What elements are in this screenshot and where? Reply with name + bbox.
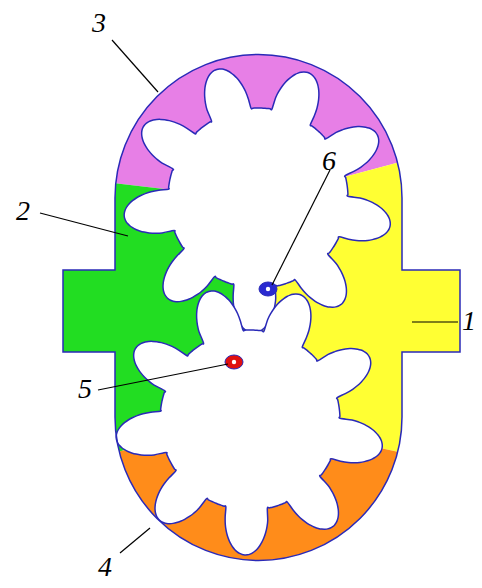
upper-gear <box>124 69 390 333</box>
leader-line <box>120 528 150 553</box>
leader-line <box>272 170 330 285</box>
point <box>266 287 270 291</box>
callout-number: 3 <box>92 8 106 38</box>
trapped-volume <box>259 282 277 296</box>
callout-number: 6 <box>322 146 336 176</box>
callout-number: 5 <box>78 374 92 404</box>
callout-number: 4 <box>98 552 112 582</box>
leader-line <box>112 40 158 92</box>
leader-line <box>40 213 128 236</box>
point <box>232 360 236 364</box>
callout-number: 1 <box>462 306 476 336</box>
callout-number: 2 <box>16 196 30 226</box>
leader-line <box>98 364 228 390</box>
trapped-volume <box>225 355 243 369</box>
leader-line <box>412 321 458 322</box>
lower-gear <box>116 291 382 555</box>
pump-housing <box>63 54 460 560</box>
